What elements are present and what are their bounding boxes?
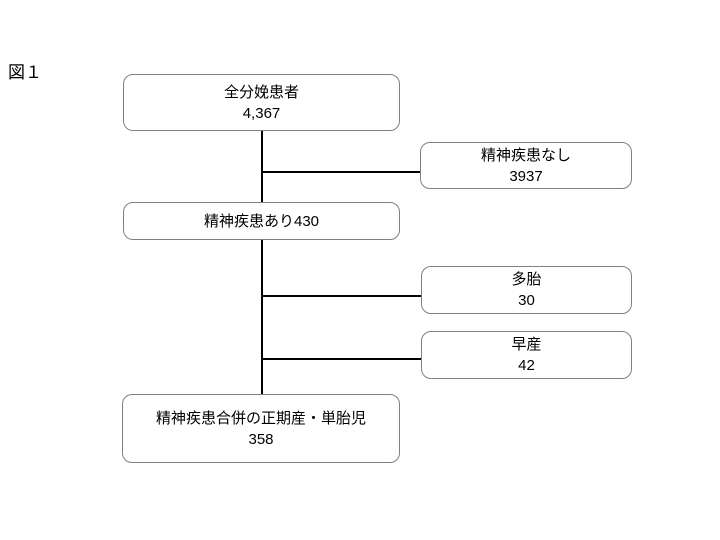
node-value: 42 xyxy=(518,357,535,374)
node-label: 精神疾患合併の正期産・単胎児 xyxy=(155,409,366,427)
node-preterm-birth: 早産 42 xyxy=(421,331,632,379)
node-mental-illness: 精神疾患あり430 xyxy=(123,202,400,240)
node-label: 精神疾患なし xyxy=(480,146,571,164)
node-value: 30 xyxy=(518,292,535,309)
node-no-mental-illness: 精神疾患なし 3937 xyxy=(420,142,632,189)
node-label: 精神疾患あり430 xyxy=(203,212,320,230)
node-label: 全分娩患者 xyxy=(223,83,299,101)
figure-label: 図１ xyxy=(8,63,42,82)
node-label: 多胎 xyxy=(511,271,542,288)
connector-branch-preterm-birth xyxy=(262,358,421,360)
node-term-singleton-with-mental-illness: 精神疾患合併の正期産・単胎児 358 xyxy=(122,394,400,463)
node-value: 358 xyxy=(248,430,274,448)
connector-branch-no-mental-illness xyxy=(262,171,420,173)
connector-all-to-mental xyxy=(261,131,263,202)
node-value: 4,367 xyxy=(242,104,281,122)
connector-mental-to-final xyxy=(261,240,263,394)
node-all-deliveries: 全分娩患者 4,367 xyxy=(123,74,400,131)
node-multiple-pregnancy: 多胎 30 xyxy=(421,266,632,314)
connector-branch-multiple-pregnancy xyxy=(262,295,421,297)
node-value: 3937 xyxy=(509,167,543,185)
node-label: 早産 xyxy=(511,336,542,353)
